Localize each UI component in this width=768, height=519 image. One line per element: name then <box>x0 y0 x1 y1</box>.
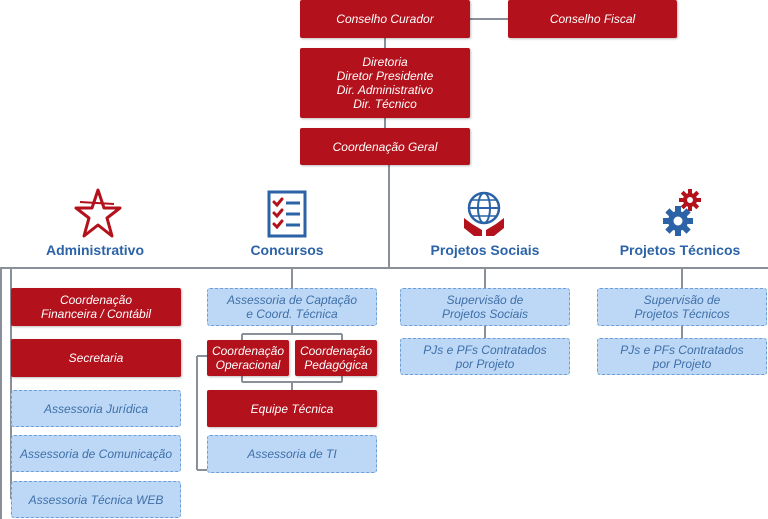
coordenacao-geral-label: Coordenação Geral <box>332 139 438 154</box>
assessoria-comunicacao-label: Assessoria de Comunicação <box>19 446 173 461</box>
assessoria-tecnica-web-label: Assessoria Técnica WEB <box>28 492 164 507</box>
diretoria-label: Diretoria Diretor Presidente Dir. Admini… <box>336 55 434 111</box>
assessoria-tecnica-web-box: Assessoria Técnica WEB <box>11 481 181 518</box>
secretaria-label: Secretaria <box>68 351 124 365</box>
gears-icon <box>663 189 701 236</box>
coordenacao-operacional-label: Coordenação Operacional <box>211 344 285 372</box>
conselho-curador-box: Conselho Curador <box>300 0 470 38</box>
supervisao-sociais-label: Supervisão de Projetos Sociais <box>441 293 529 321</box>
equipe-tecnica-label: Equipe Técnica <box>250 401 334 416</box>
coordenacao-pedagogica-box: Coordenação Pedagógica <box>295 340 377 376</box>
equipe-tecnica-box: Equipe Técnica <box>207 390 377 427</box>
globe-hands-icon <box>464 191 504 236</box>
projetos-sociais-heading: Projetos Sociais <box>430 242 540 258</box>
conselho-curador-label: Conselho Curador <box>336 12 434 26</box>
assessoria-captacao-box: Assessoria de Captação e Coord. Técnica <box>207 288 377 326</box>
pjs-sociais-label: PJs e PFs Contratados por Projeto <box>423 342 547 371</box>
coordenacao-financeira-box: Coordenação Financeira / Contábil <box>11 288 181 326</box>
secretaria-box: Secretaria <box>11 339 181 377</box>
assessoria-ti-label: Assessoria de TI <box>247 447 337 461</box>
assessoria-juridica-label: Assessoria Jurídica <box>43 401 149 416</box>
assessoria-captacao-label: Assessoria de Captação e Coord. Técnica <box>226 293 358 321</box>
pjs-sociais-box: PJs e PFs Contratados por Projeto <box>400 338 570 375</box>
coordenacao-geral-box: Coordenação Geral <box>300 128 470 165</box>
assessoria-juridica-box: Assessoria Jurídica <box>11 390 181 427</box>
star-icon <box>74 188 122 238</box>
pjs-tecnicos-label: PJs e PFs Contratados por Projeto <box>620 342 744 371</box>
conselho-fiscal-label: Conselho Fiscal <box>549 12 636 26</box>
projetos-tecnicos-heading: Projetos Técnicos <box>619 242 741 258</box>
conselho-fiscal-box: Conselho Fiscal <box>508 0 677 38</box>
checklist-icon <box>267 190 307 238</box>
assessoria-comunicacao-box: Assessoria de Comunicação <box>11 435 181 472</box>
supervisao-sociais-box: Supervisão de Projetos Sociais <box>400 288 570 326</box>
coordenacao-pedagogica-label: Coordenação Pedagógica <box>299 344 373 372</box>
supervisao-tecnicos-label: Supervisão de Projetos Técnicos <box>634 293 730 321</box>
assessoria-ti-box: Assessoria de TI <box>207 435 377 473</box>
pjs-tecnicos-box: PJs e PFs Contratados por Projeto <box>597 338 767 375</box>
coordenacao-financeira-label: Coordenação Financeira / Contábil <box>40 293 152 321</box>
diretoria-box: Diretoria Diretor Presidente Dir. Admini… <box>300 48 470 118</box>
concursos-heading: Concursos <box>250 242 324 258</box>
supervisao-tecnicos-box: Supervisão de Projetos Técnicos <box>597 288 767 326</box>
coordenacao-operacional-box: Coordenação Operacional <box>207 340 289 376</box>
administrativo-heading: Administrativo <box>45 242 144 258</box>
